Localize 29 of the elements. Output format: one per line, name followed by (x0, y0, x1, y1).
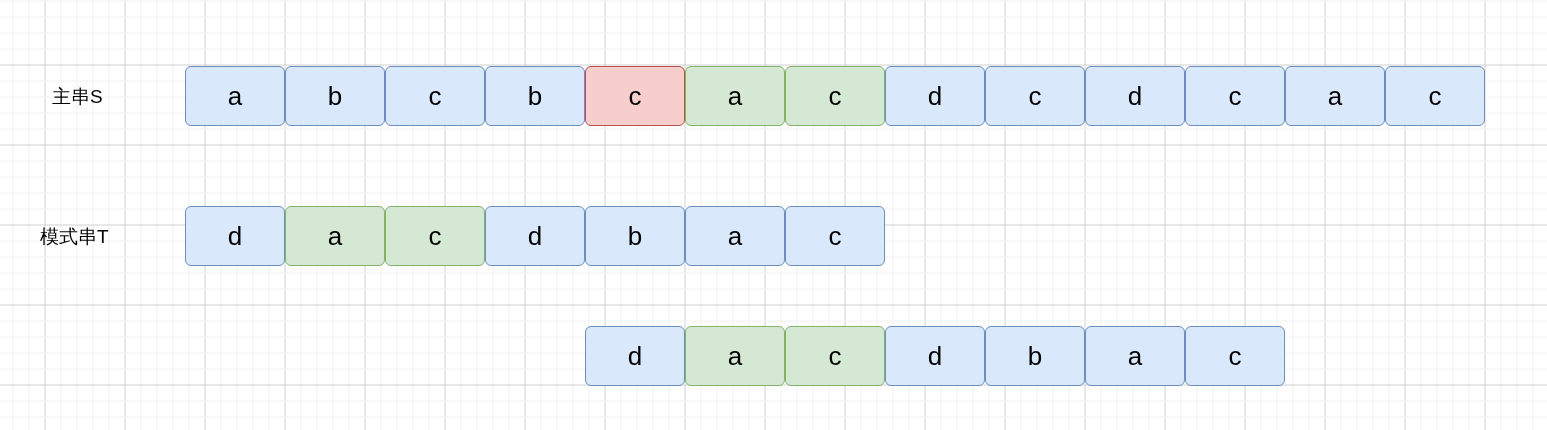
character-cell: a (685, 326, 785, 386)
character-cell: c (785, 66, 885, 126)
character-cell: c (985, 66, 1085, 126)
character-cell: a (1285, 66, 1385, 126)
character-cell: d (585, 326, 685, 386)
character-cell: a (685, 206, 785, 266)
character-cell: b (985, 326, 1085, 386)
row-label: 模式串T (40, 225, 109, 249)
character-cell: d (885, 66, 985, 126)
character-cell: d (1085, 66, 1185, 126)
character-cell: b (285, 66, 385, 126)
character-cell: b (585, 206, 685, 266)
character-cell: c (585, 66, 685, 126)
character-cell: b (485, 66, 585, 126)
character-cell: d (485, 206, 585, 266)
row-label: 主串S (52, 85, 103, 109)
character-cell: d (885, 326, 985, 386)
character-cell: c (385, 66, 485, 126)
character-cell: d (185, 206, 285, 266)
character-cell: c (1185, 66, 1285, 126)
character-cell: c (1385, 66, 1485, 126)
character-cell: c (385, 206, 485, 266)
character-cell: a (285, 206, 385, 266)
character-cell: c (785, 206, 885, 266)
character-cell: a (185, 66, 285, 126)
character-cell: c (1185, 326, 1285, 386)
character-cell: a (685, 66, 785, 126)
character-cell: a (1085, 326, 1185, 386)
character-cell: c (785, 326, 885, 386)
